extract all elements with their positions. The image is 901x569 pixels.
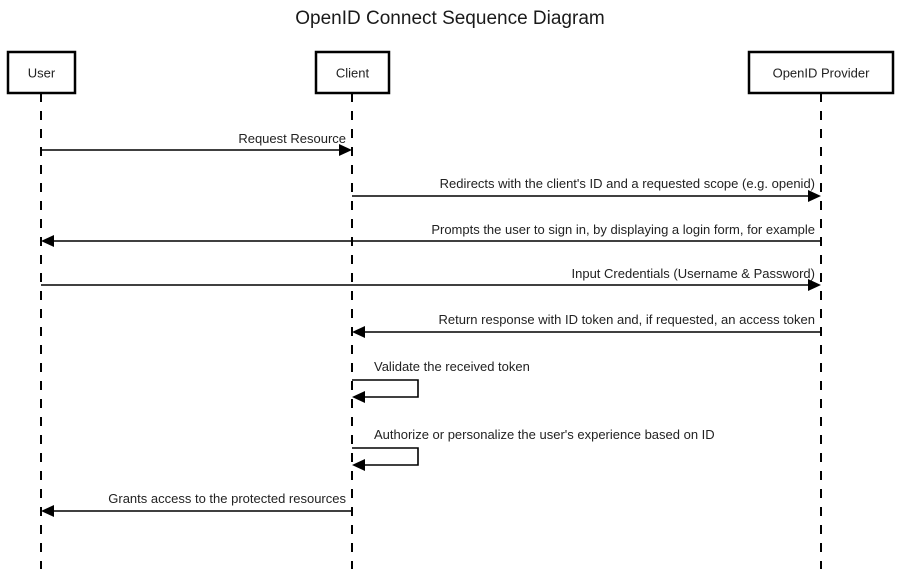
participant-label-provider: OpenID Provider bbox=[773, 66, 870, 81]
message-1[interactable]: Request Resource bbox=[41, 131, 352, 156]
message-label-3: Prompts the user to sign in, by displayi… bbox=[431, 222, 815, 237]
message-7[interactable]: Authorize or personalize the user's expe… bbox=[352, 427, 715, 471]
participant-provider[interactable]: OpenID Provider bbox=[747, 50, 895, 95]
message-label-6: Validate the received token bbox=[374, 359, 530, 374]
participant-label-client: Client bbox=[336, 66, 370, 81]
message-label-8: Grants access to the protected resources bbox=[108, 491, 346, 506]
participant-box-provider bbox=[747, 50, 895, 95]
arrow-head-8 bbox=[41, 505, 54, 517]
lifelines-group bbox=[40, 93, 822, 569]
participant-user[interactable]: User bbox=[6, 50, 77, 95]
message-5[interactable]: Return response with ID token and, if re… bbox=[352, 312, 821, 338]
message-label-2: Redirects with the client's ID and a req… bbox=[440, 176, 815, 191]
message-line-7 bbox=[352, 447, 419, 466]
arrow-head-1 bbox=[339, 144, 352, 156]
message-label-5: Return response with ID token and, if re… bbox=[439, 312, 816, 327]
arrow-head-5 bbox=[352, 326, 365, 338]
message-line-6 bbox=[352, 379, 419, 398]
message-6[interactable]: Validate the received token bbox=[352, 359, 530, 403]
message-label-1: Request Resource bbox=[238, 131, 346, 146]
page-title: OpenID Connect Sequence Diagram bbox=[295, 8, 604, 29]
arrow-head-6 bbox=[352, 391, 365, 403]
arrow-head-7 bbox=[352, 459, 365, 471]
participant-client[interactable]: Client bbox=[314, 50, 391, 95]
participant-box-user bbox=[6, 50, 77, 95]
message-3[interactable]: Prompts the user to sign in, by displayi… bbox=[41, 222, 821, 247]
arrow-head-4 bbox=[808, 279, 821, 291]
participant-label-user: User bbox=[28, 66, 56, 81]
actors-group: User Client OpenID Provider bbox=[6, 50, 895, 95]
message-2[interactable]: Redirects with the client's ID and a req… bbox=[352, 176, 821, 202]
participant-box-client bbox=[314, 50, 391, 95]
message-8[interactable]: Grants access to the protected resources bbox=[41, 491, 352, 517]
arrow-head-2 bbox=[808, 190, 821, 202]
message-4[interactable]: Input Credentials (Username & Password) bbox=[41, 266, 821, 291]
message-label-7: Authorize or personalize the user's expe… bbox=[374, 427, 715, 442]
message-label-4: Input Credentials (Username & Password) bbox=[572, 266, 816, 281]
arrow-head-3 bbox=[41, 235, 54, 247]
